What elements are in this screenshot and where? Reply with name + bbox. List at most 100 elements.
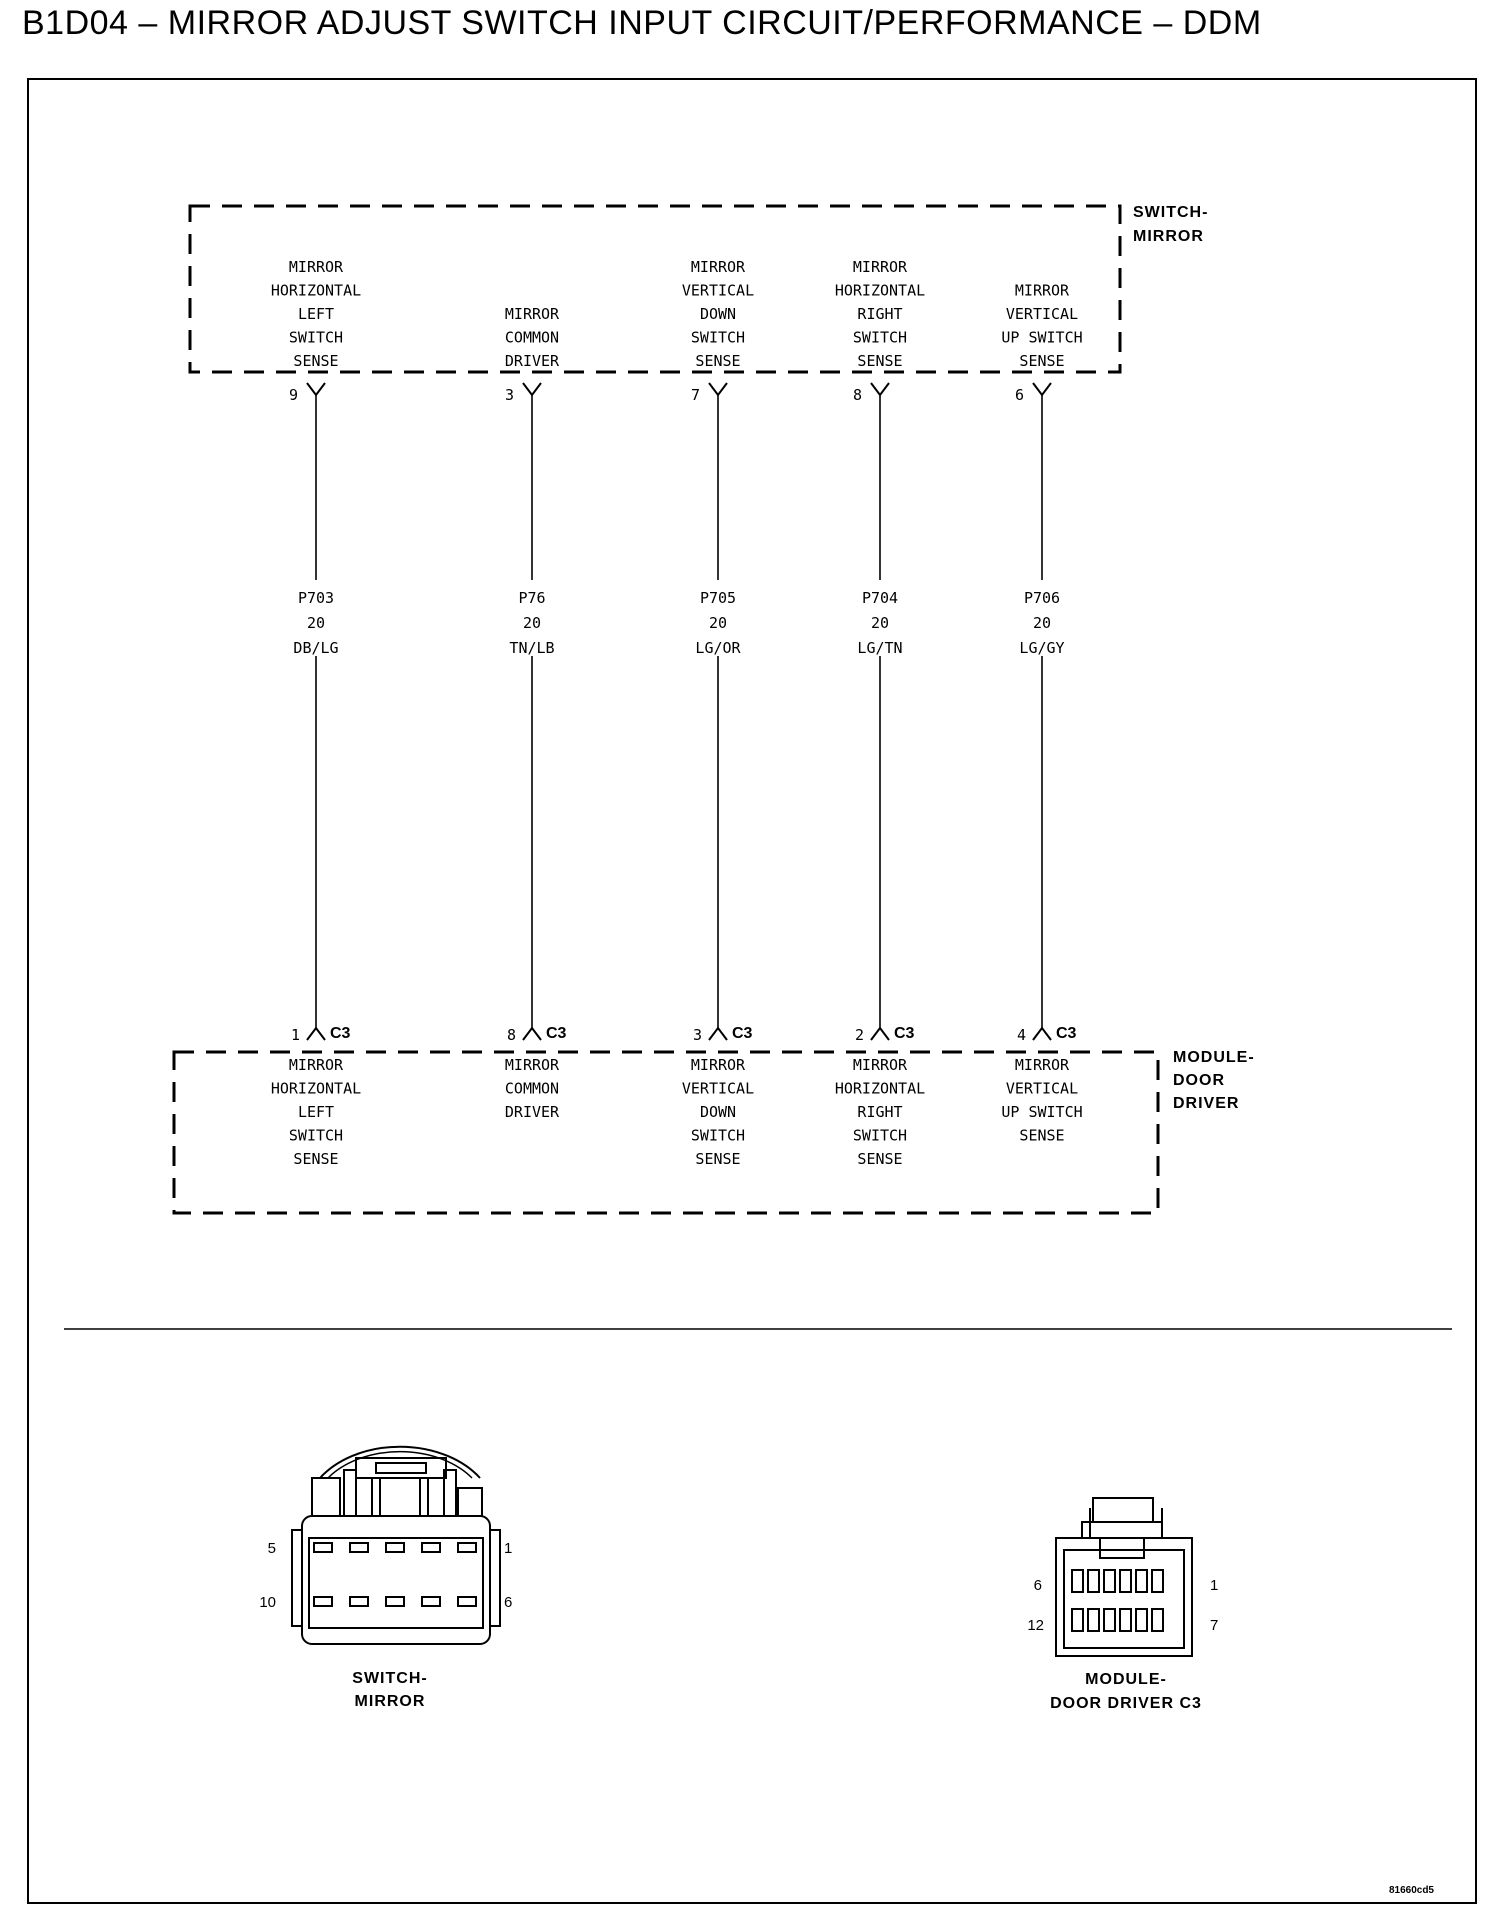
module-pin-function-label: SENSE [857,1150,902,1168]
module-pin-number: 3 [693,1026,702,1044]
module-pin-function-label: MIRROR [1015,1056,1070,1074]
switch-mirror-name-line: MIRROR [1133,228,1204,245]
module-pin-function-label: MIRROR [505,1056,560,1074]
wire-code-label: 20 [307,614,325,632]
wire-code-label: P706 [1024,589,1060,607]
module-name-line: DRIVER [1173,1095,1239,1112]
module-pin-function-label: DOWN [700,1103,736,1121]
module-pin-function-label: HORIZONTAL [271,1080,361,1098]
switch-connector-pin-label: 10 [259,1594,276,1611]
wire-code-label: LG/TN [857,639,902,657]
switch-pin-number: 9 [289,386,298,404]
module-pin-function-label: MIRROR [691,1056,746,1074]
module-pin-function-label: RIGHT [857,1103,902,1121]
module-terminal-symbol [870,1026,890,1041]
module-pin-function-label: COMMON [505,1080,559,1098]
module-pin-function-label: SENSE [293,1150,338,1168]
module-pin-function-label: VERTICAL [1006,1080,1078,1098]
module-connector-name: MODULE- [1085,1671,1167,1688]
switch-pin-function-label: SENSE [293,352,338,370]
connector-id-label: C3 [546,1025,567,1042]
diagram-frame [27,78,1477,1904]
switch-connector-pin-label: 5 [268,1540,276,1557]
module-door-driver-name: MODULE- DOOR DRIVER [1173,1049,1255,1112]
module-door-driver-box [172,1050,1160,1215]
module-pin-number: 2 [855,1026,864,1044]
switch-pin-number: 8 [853,386,862,404]
switch-terminal-symbol [708,382,728,397]
connector-id-label: C3 [1056,1025,1077,1042]
switch-terminal-symbol [870,382,890,397]
module-pin-number: 8 [507,1026,516,1044]
switch-pin-function-label: HORIZONTAL [835,282,925,300]
module-name-line: MODULE- [1173,1049,1255,1066]
module-connector-pin-label: 6 [1034,1577,1042,1594]
wire-code-label: 20 [871,614,889,632]
wire-code-label: DB/LG [293,639,338,657]
switch-pin-number: 6 [1015,386,1024,404]
module-pin-function-label: MIRROR [289,1056,344,1074]
module-pin-number: 4 [1017,1026,1026,1044]
switch-connector-pin-label: 6 [504,1594,512,1611]
module-terminal-symbol [1032,1026,1052,1041]
wire-code-label: LG/GY [1019,639,1064,657]
module-pin-number: 1 [291,1026,300,1044]
switch-mirror-connector-view [291,1445,501,1645]
module-connector-pin-label: 12 [1027,1617,1044,1634]
wire-code-label: P703 [298,589,334,607]
module-pin-function-label: DRIVER [505,1103,560,1121]
drawing-reference: 81660cd5 [1389,1885,1434,1896]
connector-id-label: C3 [894,1025,915,1042]
switch-pin-function-label: RIGHT [857,305,902,323]
module-pin-function-label: UP SWITCH [1001,1103,1082,1121]
switch-pin-function-label: SENSE [1019,352,1064,370]
switch-mirror-name-line: SWITCH- [1133,204,1208,221]
switch-pin-function-label: MIRROR [853,258,908,276]
module-pin-function-label: SENSE [695,1150,740,1168]
switch-connector-name: SWITCH- [352,1670,427,1687]
switch-pin-function-label: UP SWITCH [1001,329,1082,347]
module-terminal-symbol [306,1026,326,1041]
switch-pin-function-label: HORIZONTAL [271,282,361,300]
wire-code-label: TN/LB [509,639,554,657]
switch-pin-number: 7 [691,386,700,404]
module-pin-function-label: MIRROR [853,1056,908,1074]
module-c3-connector-view [1055,1497,1193,1657]
module-pin-function-label: SWITCH [289,1127,343,1145]
switch-terminal-symbol [1032,382,1052,397]
module-terminal-symbol [522,1026,542,1041]
switch-pin-function-label: SENSE [695,352,740,370]
wire-code-label: 20 [709,614,727,632]
switch-pin-number: 3 [505,386,514,404]
module-connector-pin-label: 1 [1210,1577,1218,1594]
module-pin-function-label: LEFT [298,1103,334,1121]
switch-terminal-symbol [522,382,542,397]
switch-connector-pin-label: 1 [504,1540,512,1557]
switch-pin-function-label: SWITCH [691,329,745,347]
switch-pin-function-label: COMMON [505,329,559,347]
wire-code-label: LG/OR [695,639,741,657]
module-pin-function-label: HORIZONTAL [835,1080,925,1098]
wire-code-label: 20 [1033,614,1051,632]
connector-id-label: C3 [330,1025,351,1042]
wire-code-label: P76 [518,589,545,607]
module-pin-function-label: SWITCH [691,1127,745,1145]
module-pin-function-label: SENSE [1019,1127,1064,1145]
switch-pin-function-label: SWITCH [853,329,907,347]
wire-code-label: 20 [523,614,541,632]
switch-pin-function-label: MIRROR [505,305,560,323]
module-connector-pin-label: 7 [1210,1617,1218,1634]
module-pin-function-label: SWITCH [853,1127,907,1145]
switch-pin-function-label: SENSE [857,352,902,370]
module-name-line: DOOR [1173,1072,1225,1089]
switch-terminal-symbol [306,382,326,397]
switch-mirror-name: SWITCH- MIRROR [1133,204,1208,245]
switch-pin-function-label: MIRROR [1015,282,1070,300]
switch-pin-function-label: VERTICAL [1006,305,1078,323]
page-title: B1D04 – MIRROR ADJUST SWITCH INPUT CIRCU… [22,4,1262,42]
connector-id-label: C3 [732,1025,753,1042]
wire-code-label: P705 [700,589,736,607]
switch-pin-function-label: MIRROR [289,258,344,276]
